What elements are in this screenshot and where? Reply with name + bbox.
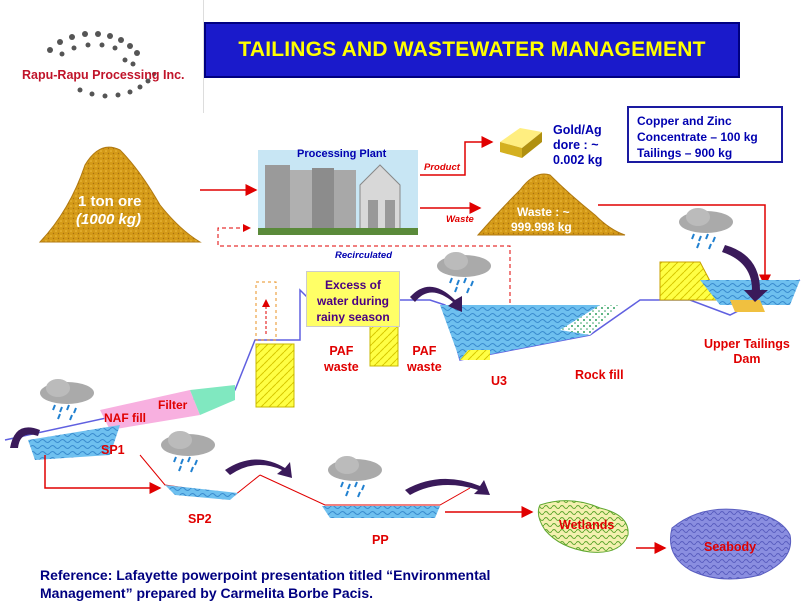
waste-flow-label: Waste bbox=[446, 214, 474, 225]
curved-arrow-u3 bbox=[410, 286, 462, 312]
upper-tailings-dam-label: Upper Tailings Dam bbox=[704, 337, 790, 366]
paf-waste-right-label: PAF waste bbox=[407, 344, 442, 374]
seabody-label: Seabody bbox=[704, 540, 757, 554]
sp1-label: SP1 bbox=[101, 443, 125, 457]
excess-water-box: Excess of water during rainy season bbox=[306, 271, 400, 327]
page-title: TAILINGS AND WASTEWATER MANAGEMENT bbox=[238, 38, 706, 61]
curved-arrow-dam bbox=[722, 245, 768, 302]
sp2-label: SP2 bbox=[188, 512, 212, 526]
wetlands-label: Wetlands bbox=[559, 518, 615, 532]
gold-dore-bar bbox=[500, 128, 542, 158]
company-name: Rapu-Rapu Processing Inc. bbox=[22, 68, 185, 82]
title-banner: TAILINGS AND WASTEWATER MANAGEMENT bbox=[204, 22, 740, 78]
rain-cloud-u3 bbox=[437, 252, 491, 294]
processing-plant-graphic bbox=[258, 150, 418, 235]
rain-cloud-sp1 bbox=[40, 379, 94, 421]
curved-arrow-pp bbox=[405, 478, 490, 495]
rock-fill-label: Rock fill bbox=[575, 368, 624, 382]
curved-arrow-sp2 bbox=[225, 459, 292, 478]
naf-fill bbox=[100, 390, 200, 430]
ore-label-line2: (1000 kg) bbox=[76, 211, 142, 228]
ore-pile bbox=[38, 146, 202, 243]
filter-layer bbox=[190, 385, 235, 415]
concentrate-info-box: Copper and Zinc Concentrate – 100 kg Tai… bbox=[627, 106, 783, 163]
company-logo: Rapu-Rapu Processing Inc. bbox=[0, 0, 204, 113]
rain-cloud-pp bbox=[328, 456, 382, 498]
pp-label: PP bbox=[372, 533, 389, 547]
wetlands-area bbox=[537, 500, 629, 553]
naf-fill-label: NAF fill bbox=[104, 411, 146, 425]
pp-pond bbox=[259, 474, 471, 506]
seabody-area bbox=[670, 508, 792, 580]
ore-label-line1: 1 ton ore bbox=[78, 193, 142, 210]
product-flow-label: Product bbox=[424, 162, 460, 173]
sp1-pond bbox=[28, 425, 120, 460]
waste-pile-label-line1: Waste : ~ bbox=[517, 205, 570, 219]
dore-label: Gold/Ag dore : ~ 0.002 kg bbox=[553, 123, 603, 167]
curved-arrow-sp1 bbox=[10, 427, 40, 448]
logo-dots-graphic bbox=[47, 31, 156, 99]
processing-plant-label: Processing Plant bbox=[297, 148, 387, 160]
recirculated-label: Recirculated bbox=[335, 250, 393, 261]
reference-note: Reference: Lafayette powerpoint presenta… bbox=[40, 567, 491, 601]
u3-pond bbox=[440, 305, 610, 360]
u3-label: U3 bbox=[491, 374, 507, 388]
paf-waste-left-label: PAF waste bbox=[324, 344, 359, 374]
rain-cloud-dam bbox=[679, 208, 733, 250]
filter-label: Filter bbox=[158, 398, 188, 412]
rain-cloud-sp2 bbox=[161, 431, 215, 473]
waste-pile-label-line2: 999.998 kg bbox=[511, 220, 572, 234]
waste-pile bbox=[476, 173, 626, 236]
